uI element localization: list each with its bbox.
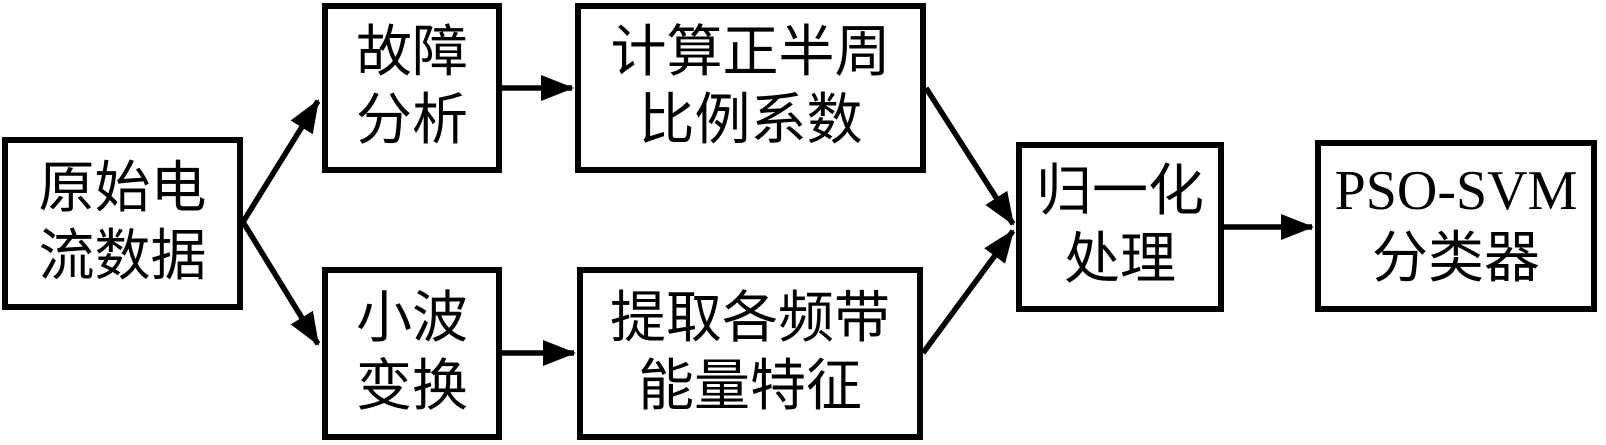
node-fault-analysis: 故障 分析: [322, 3, 502, 173]
arrow-source-to-wavelet: [240, 220, 321, 346]
node-normalization: 归一化 处理: [1016, 142, 1224, 312]
node-pso-svm-classifier: PSO-SVM 分类器: [1315, 140, 1597, 312]
node-wavelet-transform-label-line1: 小波: [356, 287, 468, 350]
node-source-label-line1: 原始电: [38, 157, 207, 220]
node-half-cycle-ratio-label-line1: 计算正半周: [610, 22, 891, 85]
node-wavelet-transform: 小波 变换: [322, 267, 502, 440]
node-fault-analysis-label-line1: 故障: [356, 22, 468, 85]
node-fault-analysis-label-line2: 分析: [356, 90, 468, 152]
node-band-energy-features-label-line2: 能量特征: [638, 355, 862, 418]
node-band-energy-features-label-line1: 提取各频带: [610, 287, 890, 350]
node-source: 原始电 流数据: [2, 137, 243, 310]
arrow-source-to-fault-analysis: [240, 99, 321, 224]
node-half-cycle-ratio: 计算正半周 比例系数: [575, 3, 926, 173]
node-normalization-label-line1: 归一化: [1036, 161, 1204, 224]
node-normalization-label-line2: 处理: [1064, 229, 1176, 291]
node-source-label-line2: 流数据: [38, 225, 207, 288]
node-pso-svm-classifier-label-line1: PSO-SVM: [1334, 160, 1578, 223]
node-pso-svm-classifier-label-line2: 分类器: [1372, 228, 1540, 290]
node-band-energy-features: 提取各频带 能量特征: [577, 267, 923, 440]
node-half-cycle-ratio-label-line2: 比例系数: [638, 90, 863, 152]
arrow-half-cycle-ratio-to-normalization: [923, 86, 1016, 226]
node-wavelet-transform-label-line2: 变换: [356, 355, 468, 418]
arrow-band-energy-to-normalization: [920, 229, 1016, 355]
